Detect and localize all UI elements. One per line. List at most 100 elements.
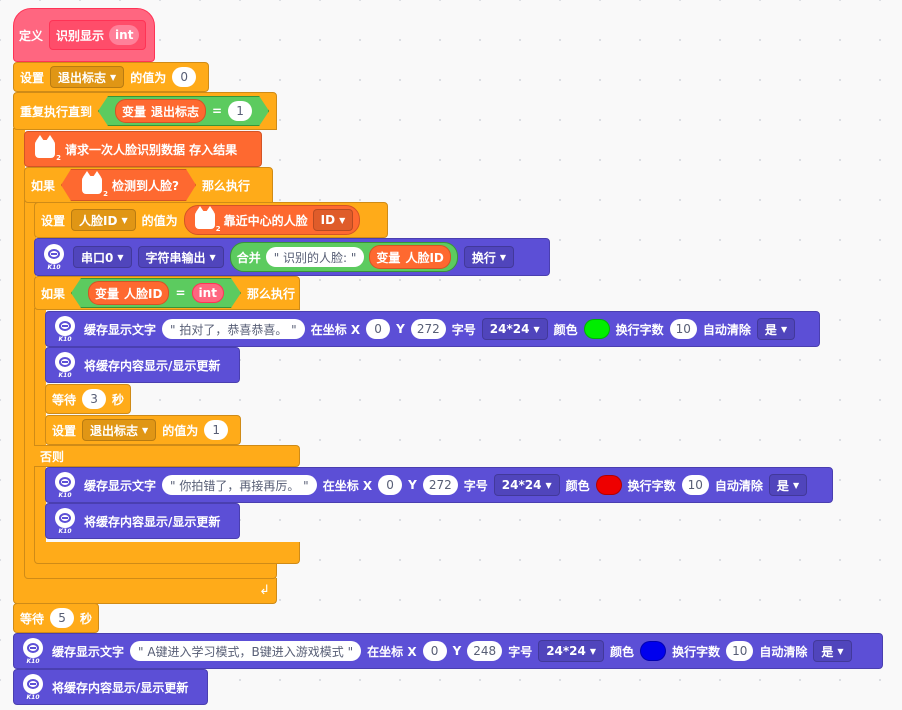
auto-clear-dropdown[interactable]: 是▼ (813, 640, 852, 662)
font-size-dropdown[interactable]: 24*24▼ (493, 474, 560, 496)
set-face-id-block[interactable]: 设置 人脸ID▼ 的值为 2 靠近中心的人脸 ID▼ (34, 202, 388, 238)
display-string-input[interactable]: " 拍对了，恭喜恭喜。 " (162, 319, 305, 339)
coord-y-label: Y (452, 644, 462, 658)
update-display-block[interactable]: K10 将缓存内容显示/显示更新 (13, 669, 208, 705)
join-reporter[interactable]: 合并 " 识别的人脸: " 变量 人脸ID (229, 242, 458, 272)
set-label: 设置 (41, 213, 66, 228)
request-face-data-block[interactable]: 2 请求一次人脸识别数据 存入结果 (24, 131, 262, 167)
variable-reporter[interactable]: 变量 退出标志 (115, 99, 206, 123)
output-mode-dropdown[interactable]: 字符串输出▼ (137, 246, 224, 268)
serial-port-value: 串口0 (81, 250, 114, 265)
set-label: 设置 (52, 423, 77, 438)
variable-name: 退出标志 (151, 104, 200, 119)
chevron-down-icon: ▼ (792, 480, 800, 490)
coord-x-label: 在坐标 X (322, 478, 373, 493)
serial-port-dropdown[interactable]: 串口0▼ (73, 246, 132, 268)
wait-seconds-input[interactable]: 3 (82, 389, 107, 409)
join-string-input[interactable]: " 识别的人脸: " (265, 247, 365, 267)
variable-dropdown[interactable]: 退出标志▼ (50, 66, 125, 88)
else-bar: 否则 (34, 445, 300, 467)
auto-clear-dropdown[interactable]: 是▼ (756, 318, 796, 340)
if2-arm (34, 308, 46, 542)
newline-value: 换行 (471, 250, 496, 265)
newline-dropdown[interactable]: 换行▼ (463, 246, 515, 268)
wrap-input[interactable]: 10 (726, 641, 754, 661)
variable-dropdown[interactable]: 人脸ID▼ (71, 209, 136, 231)
param-int-reporter[interactable]: int (192, 283, 224, 303)
x-input[interactable]: 0 (378, 475, 403, 495)
y-input[interactable]: 248 (467, 641, 503, 661)
chevron-down-icon: ▼ (209, 252, 216, 262)
variable-reporter[interactable]: 变量 人脸ID (369, 245, 451, 269)
repeat-until-block[interactable]: 重复执行直到 变量 退出标志 = 1 (13, 92, 277, 130)
if-face-id-block[interactable]: 如果 变量 人脸ID = int 那么执行 (34, 276, 300, 310)
wrap-label: 换行字数 (615, 322, 664, 337)
center-face-reporter[interactable]: 2 靠近中心的人脸 ID▼ (183, 205, 361, 235)
wrap-input[interactable]: 10 (681, 475, 709, 495)
face-recognition-icon: 2 (31, 135, 61, 162)
set-exit-flag-block[interactable]: 设置 退出标志▼ 的值为 0 (13, 62, 209, 92)
define-param[interactable]: int (109, 25, 140, 45)
color-swatch[interactable] (595, 475, 622, 495)
wait-label: 等待 (20, 611, 45, 626)
k10-icon: K10 (52, 471, 78, 499)
set-label: 设置 (20, 70, 45, 85)
if1-bottom (24, 563, 277, 579)
k10-icon: K10 (52, 315, 78, 343)
variable-reporter[interactable]: 变量 人脸ID (88, 281, 169, 305)
display-text-label: 缓存显示文字 (52, 644, 125, 659)
wait-block[interactable]: 等待 3 秒 (45, 384, 131, 414)
display-text-block[interactable]: K10 缓存显示文字 " 你拍错了，再接再厉。 " 在坐标 X 0 Y 272 … (45, 467, 833, 503)
display-string-input[interactable]: " 你拍错了，再接再厉。 " (162, 475, 317, 495)
variable-label: 变量 (95, 286, 120, 301)
font-size-value: 24*24 (489, 322, 530, 336)
field-dropdown[interactable]: ID▼ (312, 209, 354, 231)
set-exit-flag-block[interactable]: 设置 退出标志▼ 的值为 1 (45, 415, 241, 445)
wrap-input[interactable]: 10 (669, 319, 697, 339)
variable-label: 变量 (122, 104, 147, 119)
repeat-until-label: 重复执行直到 (20, 104, 93, 119)
color-swatch[interactable] (640, 641, 667, 661)
display-text-block[interactable]: K10 缓存显示文字 " A键进入学习模式，B键进入游戏模式 " 在坐标 X 0… (13, 633, 883, 669)
auto-clear-dropdown[interactable]: 是▼ (768, 474, 808, 496)
value-label: 的值为 (141, 213, 178, 228)
y-input[interactable]: 272 (410, 319, 446, 339)
font-size-label: 字号 (463, 478, 488, 493)
define-name: 识别显示 (56, 28, 105, 43)
condition-hexagon[interactable]: 变量 退出标志 = 1 (98, 96, 269, 126)
auto-clear-label: 自动清除 (759, 644, 808, 659)
display-string-input[interactable]: " A键进入学习模式，B键进入游戏模式 " (130, 641, 362, 661)
face-recognition-icon: 2 (78, 173, 106, 197)
font-size-value: 24*24 (546, 644, 586, 658)
font-size-label: 字号 (451, 322, 476, 337)
display-text-block[interactable]: K10 缓存显示文字 " 拍对了，恭喜恭喜。 " 在坐标 X 0 Y 272 字… (45, 311, 820, 347)
value-input[interactable]: 1 (204, 420, 229, 440)
color-swatch[interactable] (583, 319, 610, 339)
x-input[interactable]: 0 (366, 319, 391, 339)
face-detected-condition[interactable]: 2 检测到人脸? (61, 169, 196, 201)
y-input[interactable]: 272 (422, 475, 458, 495)
value-input[interactable]: 0 (172, 67, 197, 87)
font-size-dropdown[interactable]: 24*24▼ (538, 640, 605, 662)
font-size-dropdown[interactable]: 24*24▼ (481, 318, 548, 340)
serial-print-block[interactable]: K10 串口0▼ 字符串输出▼ 合并 " 识别的人脸: " 变量 人脸ID 换行… (34, 238, 550, 276)
update-display-block[interactable]: K10 将缓存内容显示/显示更新 (45, 503, 240, 539)
wait-block[interactable]: 等待 5 秒 (13, 603, 99, 633)
condition-hexagon[interactable]: 变量 人脸ID = int (71, 278, 241, 308)
update-display-block[interactable]: K10 将缓存内容显示/显示更新 (45, 347, 240, 383)
define-hat-block[interactable]: 定义 识别显示 int (13, 8, 155, 62)
x-input[interactable]: 0 (422, 641, 447, 661)
auto-clear-value: 是 (764, 322, 777, 337)
then-label: 那么执行 (201, 178, 250, 193)
seconds-label: 秒 (80, 611, 93, 626)
value-label: 的值为 (162, 423, 199, 438)
if-face-detected-block[interactable]: 如果 2 检测到人脸? 那么执行 (24, 167, 273, 203)
variable-dropdown[interactable]: 退出标志▼ (82, 419, 157, 441)
compare-value-input[interactable]: 1 (228, 101, 252, 121)
wait-seconds-input[interactable]: 5 (50, 608, 75, 628)
k10-icon: K10 (52, 351, 78, 379)
seconds-label: 秒 (112, 392, 125, 407)
variable-name: 人脸ID (79, 213, 118, 228)
define-label: 定义 (19, 28, 44, 43)
chevron-down-icon: ▼ (110, 72, 117, 82)
